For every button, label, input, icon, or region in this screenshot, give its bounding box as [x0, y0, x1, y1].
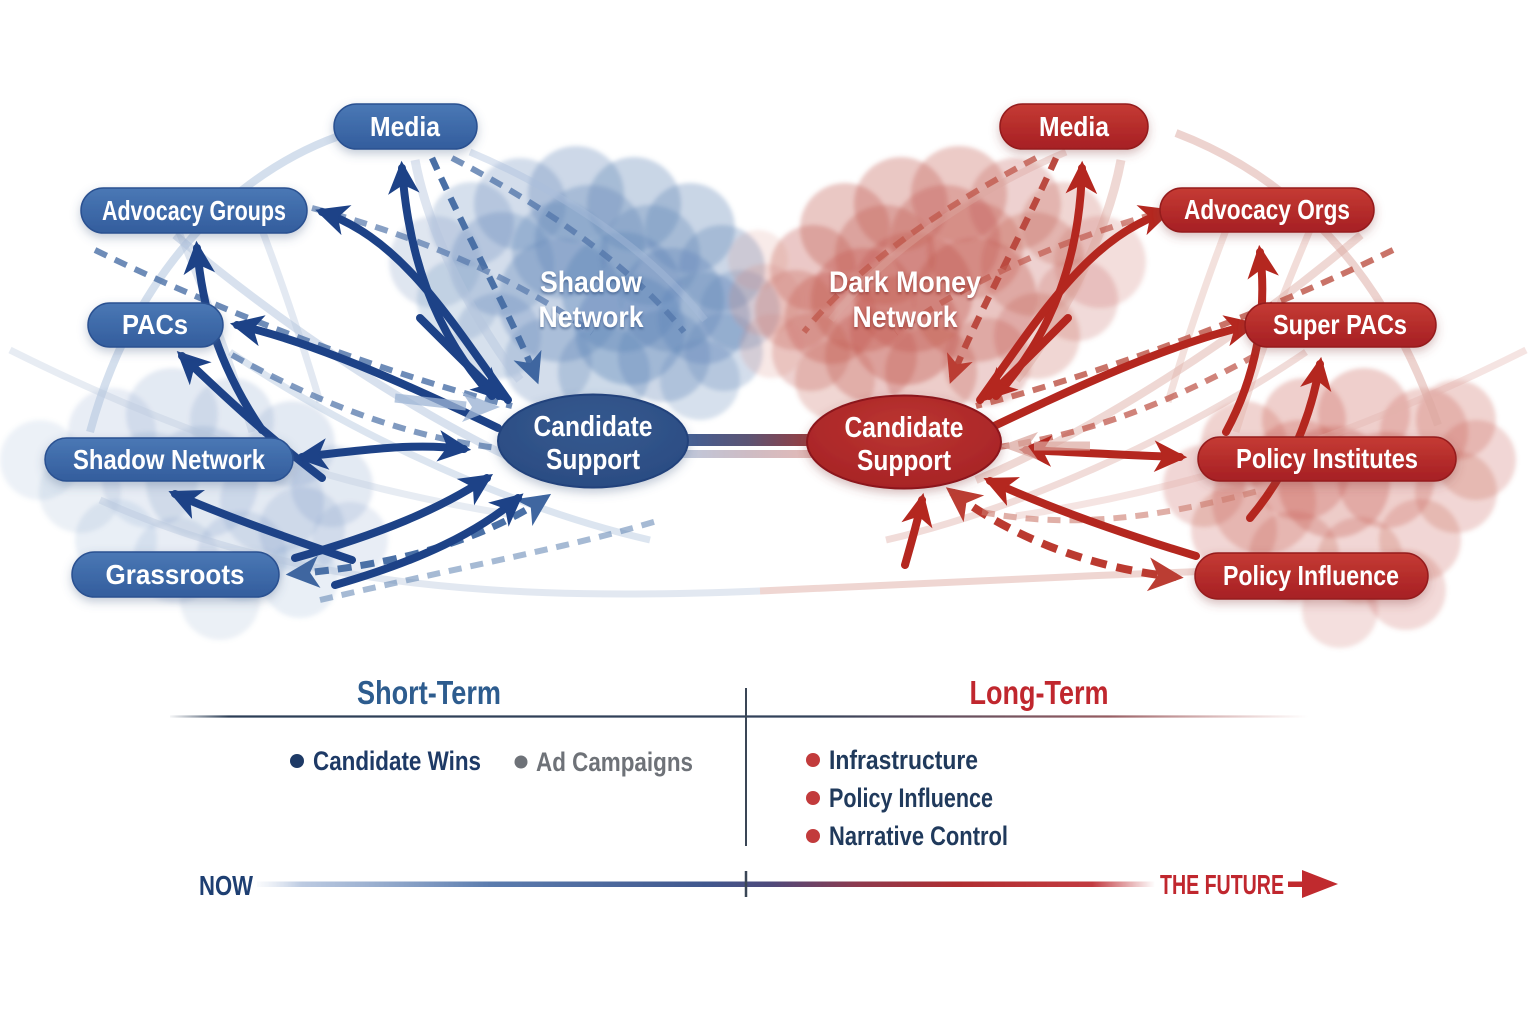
svg-text:Advocacy Groups: Advocacy Groups	[102, 195, 286, 226]
svg-text:Shadow: Shadow	[540, 266, 643, 299]
svg-text:Grassroots: Grassroots	[106, 559, 245, 590]
svg-text:Shadow Network: Shadow Network	[73, 444, 265, 475]
svg-text:Candidate Wins: Candidate Wins	[313, 746, 481, 776]
svg-text:Network: Network	[853, 301, 958, 334]
svg-text:Short-Term: Short-Term	[357, 674, 501, 711]
svg-text:Super PACs: Super PACs	[1273, 309, 1407, 340]
svg-text:Policy Institutes: Policy Institutes	[1236, 443, 1418, 474]
svg-text:Infrastructure: Infrastructure	[829, 745, 978, 775]
svg-text:Network: Network	[539, 301, 644, 334]
svg-text:Support: Support	[546, 444, 640, 476]
svg-text:Candidate: Candidate	[845, 412, 964, 444]
svg-text:THE FUTURE: THE FUTURE	[1160, 869, 1284, 900]
svg-text:PACs: PACs	[122, 309, 188, 340]
svg-text:NOW: NOW	[199, 870, 253, 901]
svg-text:Narrative Control: Narrative Control	[829, 821, 1008, 851]
svg-text:Candidate: Candidate	[534, 411, 653, 443]
svg-text:Media: Media	[1039, 111, 1109, 142]
svg-text:Ad Campaigns: Ad Campaigns	[536, 747, 693, 777]
svg-text:Advocacy Orgs: Advocacy Orgs	[1184, 194, 1350, 225]
svg-text:Media: Media	[370, 111, 440, 142]
svg-text:Policy Influence: Policy Influence	[1223, 560, 1399, 591]
svg-text:Policy Influence: Policy Influence	[829, 783, 993, 813]
svg-text:Support: Support	[857, 445, 951, 477]
svg-text:Dark Money: Dark Money	[829, 266, 981, 299]
svg-text:Long-Term: Long-Term	[970, 674, 1109, 711]
